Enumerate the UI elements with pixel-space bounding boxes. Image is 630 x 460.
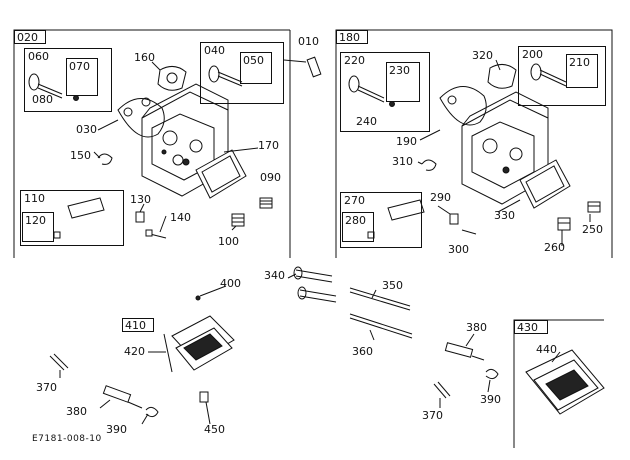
box-050: 050 <box>240 52 272 84</box>
box-040: 040 <box>200 42 284 104</box>
callout-260: 260 <box>544 241 565 254</box>
callout-400: 400 <box>220 277 241 290</box>
bolt-450-drawing <box>199 391 209 403</box>
rod-350-drawing <box>349 287 411 307</box>
clip-310-drawing <box>421 159 437 171</box>
callout-150: 150 <box>70 149 91 162</box>
seal-390-drawing <box>145 406 159 418</box>
spring-250-drawing <box>587 201 601 213</box>
stud-370-drawing <box>49 355 65 371</box>
box-120: 120 <box>22 212 54 242</box>
valve-040-drawing <box>208 65 243 87</box>
box-200: 200 <box>518 46 606 106</box>
valve-200-drawing <box>530 63 567 87</box>
seal-390b-drawing <box>485 368 499 380</box>
spring-090-drawing <box>259 197 273 209</box>
box-110: 110 <box>20 190 124 246</box>
clip-150-drawing <box>97 153 113 165</box>
box-220: 220 <box>340 52 430 132</box>
callout-130: 130 <box>130 193 151 206</box>
box-210: 210 <box>566 54 598 88</box>
callout-380b: 380 <box>66 405 87 418</box>
injector-380b-drawing <box>444 342 485 361</box>
section-180-outline <box>335 29 613 258</box>
valve-220-drawing <box>348 75 395 107</box>
cover-110-drawing <box>67 197 105 219</box>
footer-code: E7181-008-10 <box>32 434 102 444</box>
callout-340: 340 <box>264 269 285 282</box>
callout-190: 190 <box>396 135 417 148</box>
spring-260-drawing <box>557 217 571 231</box>
box-070: 070 <box>66 58 98 96</box>
injector-380-drawing <box>102 385 143 409</box>
callout-010: 010 <box>298 35 319 48</box>
callout-370b: 370 <box>422 409 443 422</box>
callout-090: 090 <box>260 171 281 184</box>
callout-100: 100 <box>218 235 239 248</box>
rocker-cover-410-drawing <box>163 295 235 373</box>
box-180: 180 <box>336 30 368 44</box>
pin-010-drawing <box>306 56 322 78</box>
callout-250: 250 <box>582 223 603 236</box>
callout-170: 170 <box>258 139 279 152</box>
callout-080: 080 <box>32 93 53 106</box>
rod-360-drawing <box>349 313 413 335</box>
tappet-340-drawing <box>293 266 337 303</box>
callout-290: 290 <box>430 191 451 204</box>
box-410: 410 <box>122 318 154 332</box>
callout-140: 140 <box>170 211 191 224</box>
cover-270-drawing <box>387 199 425 221</box>
callout-370: 370 <box>36 381 57 394</box>
callout-030: 030 <box>76 123 97 136</box>
callout-240: 240 <box>356 115 377 128</box>
callout-160: 160 <box>134 51 155 64</box>
callout-300: 300 <box>448 243 469 256</box>
leader-lines <box>59 59 591 425</box>
bolt-140-drawing <box>149 233 167 239</box>
valve-060-drawing <box>28 73 79 101</box>
part-130-drawing <box>135 211 145 223</box>
stud-370b-drawing <box>433 383 447 399</box>
part-290-drawing <box>449 213 459 225</box>
box-430: 430 <box>514 320 548 334</box>
callout-320: 320 <box>472 49 493 62</box>
callout-390b: 390 <box>480 393 501 406</box>
spring-100-drawing <box>231 213 245 227</box>
callout-330: 330 <box>494 209 515 222</box>
box-280: 280 <box>342 212 374 242</box>
rocker-cover-430-drawing <box>525 349 605 415</box>
callout-390: 390 <box>106 423 127 436</box>
callout-420: 420 <box>124 345 145 358</box>
box-020: 020 <box>14 30 46 44</box>
callout-450: 450 <box>204 423 225 436</box>
callout-310: 310 <box>392 155 413 168</box>
callout-360: 360 <box>352 345 373 358</box>
callout-440: 440 <box>536 343 557 356</box>
box-060: 060 <box>24 48 112 112</box>
callout-350: 350 <box>382 279 403 292</box>
callout-380: 380 <box>466 321 487 334</box>
box-230: 230 <box>386 62 420 102</box>
box-270: 270 <box>340 192 422 248</box>
